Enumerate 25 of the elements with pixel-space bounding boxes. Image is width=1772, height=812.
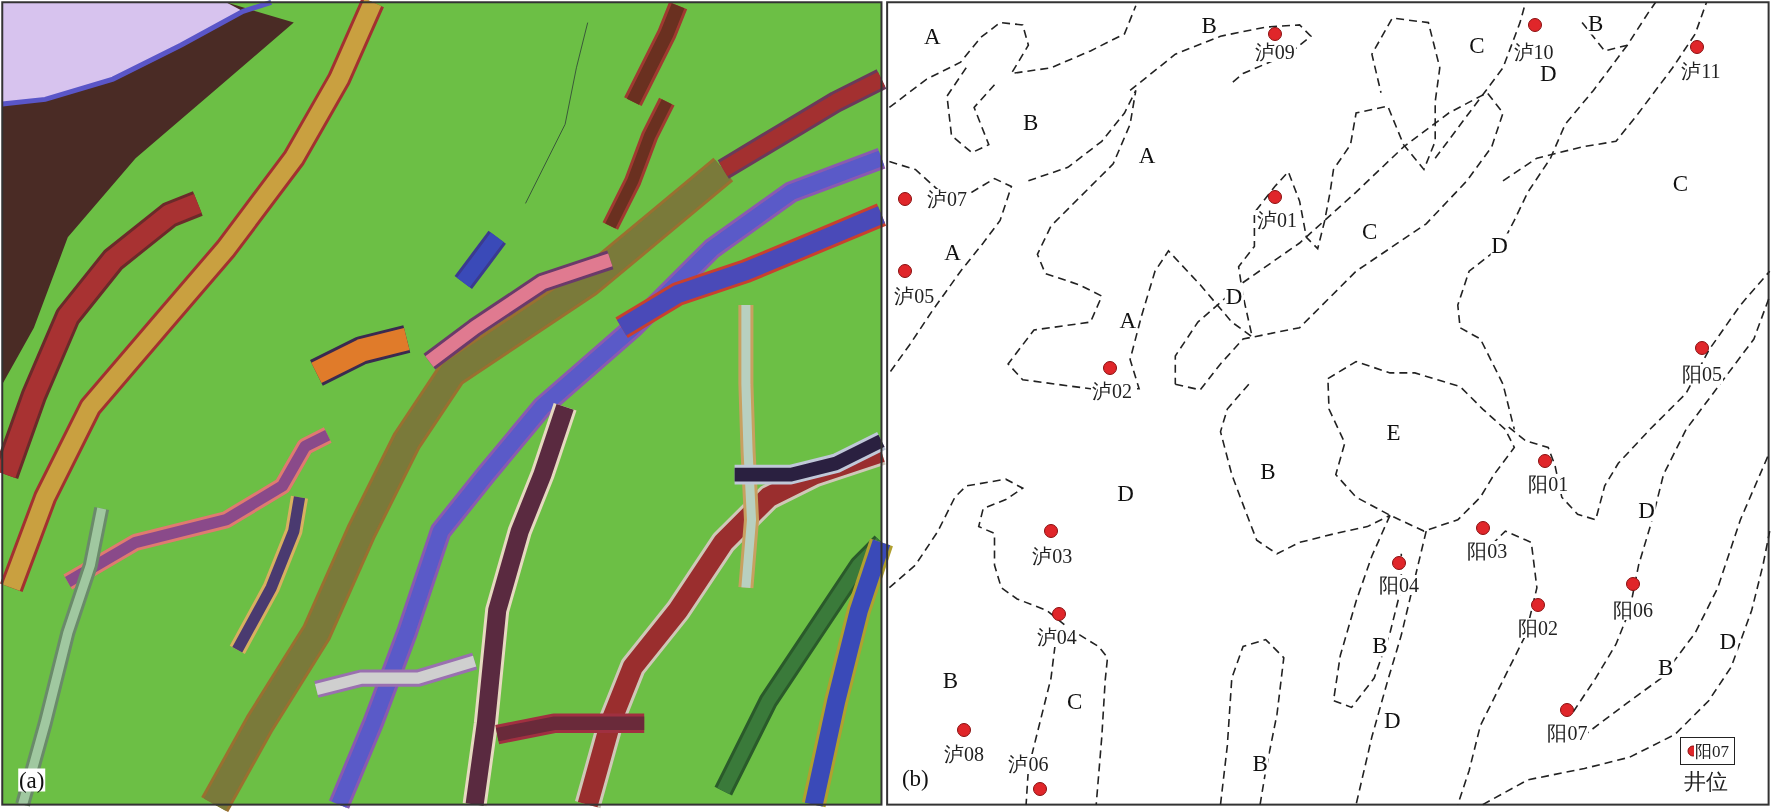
zone-letter: D — [1490, 233, 1509, 257]
zone-letter: B — [1251, 751, 1269, 775]
well-label: 泸08 — [942, 743, 985, 764]
well-label: 阳05 — [1680, 364, 1723, 385]
well-label: 泸10 — [1512, 42, 1555, 62]
well-label: 阳07 — [1546, 723, 1589, 744]
panel-label: (a) — [17, 768, 46, 792]
well-label: 泸09 — [1253, 42, 1296, 62]
well-label: 泸05 — [893, 286, 936, 307]
well-label: 泸01 — [1256, 210, 1298, 231]
well-label: 泸06 — [1007, 753, 1050, 774]
well-label: 泸03 — [1031, 546, 1074, 566]
legend-sample-label: 阳07 — [1693, 742, 1730, 760]
zone-letter: D — [1637, 498, 1656, 522]
well-label: 阳03 — [1466, 541, 1509, 562]
well-label: 阳06 — [1612, 600, 1654, 621]
well-label: 阳02 — [1517, 618, 1560, 639]
panel-label: (b) — [900, 766, 930, 789]
well-label: 泸04 — [1035, 627, 1078, 648]
legend-label: 井位 — [1683, 771, 1730, 793]
well-label: 阳04 — [1378, 575, 1421, 596]
well-label: 泸02 — [1091, 381, 1133, 401]
well-label: 泸07 — [926, 188, 968, 209]
well-label: 阳01 — [1527, 473, 1570, 494]
well-label: 泸11 — [1680, 61, 1722, 82]
